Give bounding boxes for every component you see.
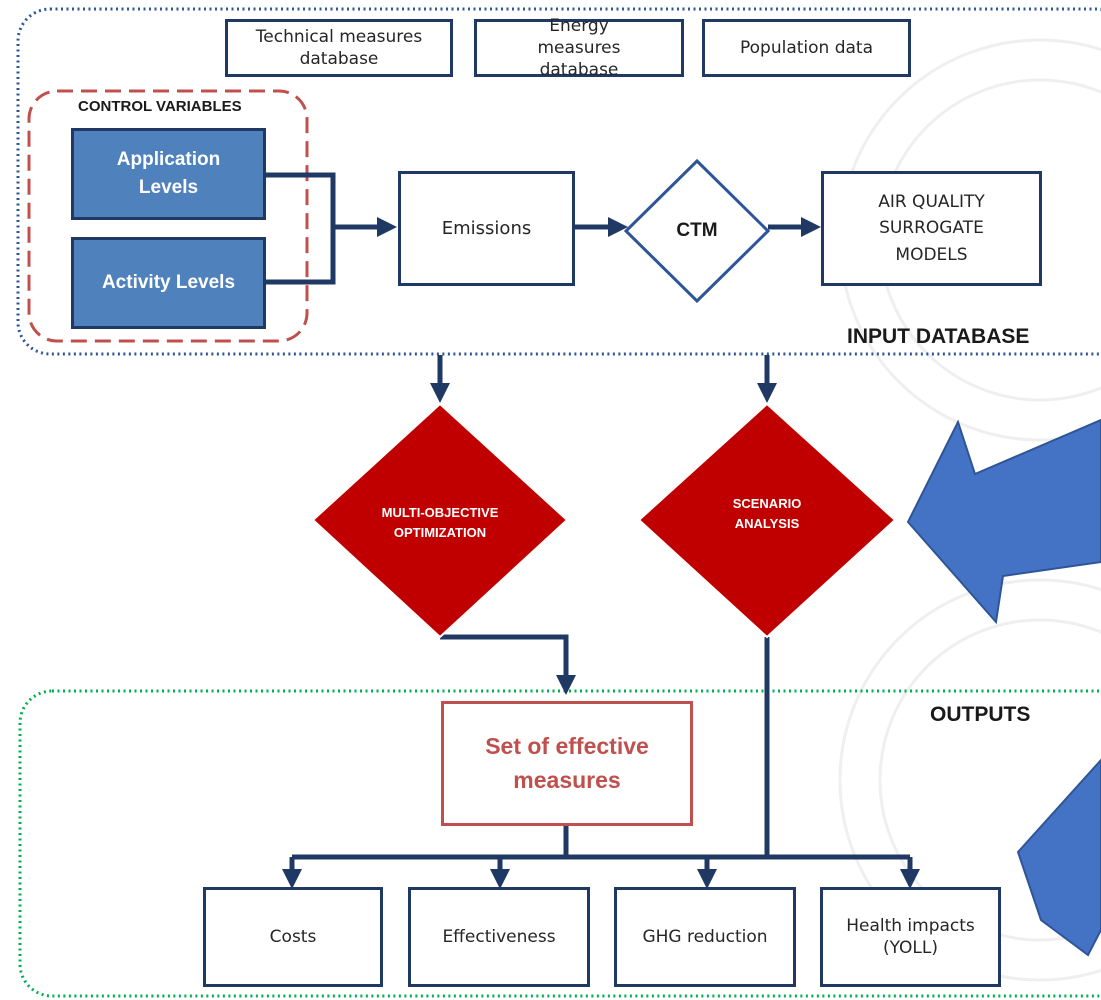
technical-measures-label: Technical measures database	[255, 26, 423, 69]
population-data-label: Population data	[739, 37, 873, 58]
effectiveness-box: Effectiveness	[408, 887, 590, 987]
effective-measures-label: Set of effective measures	[485, 733, 649, 793]
health-impacts-label: Health impacts (YOLL)	[846, 915, 975, 958]
activity-levels-box: Activity Levels	[71, 237, 266, 329]
surrogate-models-label: AIR QUALITY SURROGATE MODELS	[878, 191, 985, 265]
ghg-reduction-box: GHG reduction	[614, 887, 796, 987]
effective-measures-box: Set of effective measures	[441, 701, 693, 826]
technical-measures-box: Technical measures database	[225, 19, 453, 77]
control-variables-title: CONTROL VARIABLES	[78, 98, 242, 115]
surrogate-models-box: AIR QUALITY SURROGATE MODELS	[821, 171, 1042, 286]
callout-arrow-lower	[1016, 758, 1101, 957]
application-levels-label: Application Levels	[116, 149, 221, 198]
callout-arrow-upper	[906, 418, 1101, 625]
control-variables-container	[27, 89, 309, 343]
ctm-diamond	[623, 158, 771, 304]
population-data-box: Population data	[702, 19, 911, 77]
input-database-container	[16, 7, 1101, 356]
costs-box: Costs	[203, 887, 383, 987]
emissions-box: Emissions	[398, 171, 575, 286]
effectiveness-label: Effectiveness	[442, 926, 556, 947]
scenario-label: SCENARIO ANALYSIS	[732, 496, 802, 531]
ctm-label: CTM	[676, 220, 718, 241]
emissions-label: Emissions	[441, 217, 532, 239]
energy-measures-box: Energy measures database	[474, 16, 684, 80]
outputs-title: OUTPUTS	[930, 703, 1031, 726]
optimization-diamond	[311, 402, 569, 639]
ghg-reduction-label: GHG reduction	[642, 926, 768, 947]
input-database-title: INPUT DATABASE	[847, 325, 1030, 348]
activity-levels-label: Activity Levels	[101, 272, 236, 294]
energy-measures-label: Energy measures database	[537, 15, 621, 81]
scenario-diamond	[637, 402, 897, 639]
health-impacts-box: Health impacts (YOLL)	[820, 887, 1001, 987]
costs-label: Costs	[269, 926, 317, 947]
application-levels-box: Application Levels	[71, 128, 266, 220]
optimization-label: MULTI-OBJECTIVE OPTIMIZATION	[381, 505, 499, 540]
connector-lines	[264, 172, 920, 890]
